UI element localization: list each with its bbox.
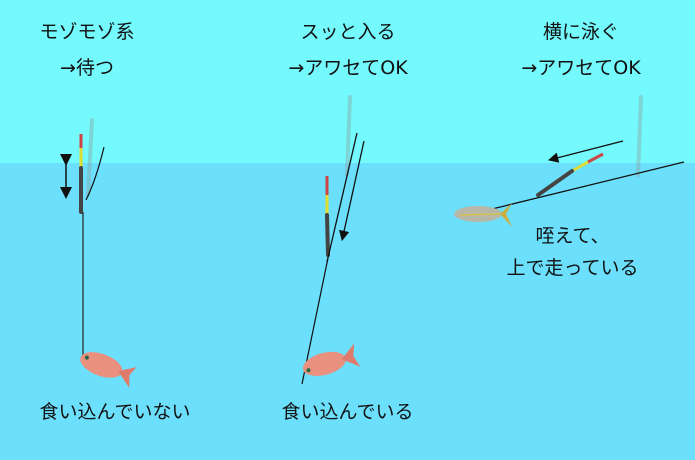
panel3-float-ghost [636, 95, 643, 177]
panel2-title: スッと入る →アワセてOK [288, 21, 408, 79]
panel3-title: 横に泳ぐ →アワセてOK [521, 21, 641, 79]
panel2-caption: 食い込んでいる [281, 401, 414, 423]
yellowtail-fish-icon [454, 203, 512, 227]
sea-bream-fish-icon [80, 352, 137, 388]
sky-background [0, 0, 695, 163]
down-arrow-icon [339, 140, 365, 242]
panel3-float [536, 152, 604, 197]
panel2-float [325, 176, 330, 257]
panel3-caption: 咥えて、 上で走っている [506, 225, 639, 279]
panel2-float-ghost [345, 95, 352, 177]
sea-bream-fish-icon [302, 343, 361, 376]
left-arrow-icon [547, 140, 624, 163]
panel1-title: モゾモゾ系 →待つ [39, 21, 135, 79]
water-background [0, 163, 695, 460]
panel2-direction-line [326, 132, 358, 263]
panel1-line-curve [85, 146, 105, 201]
panel1-float-ghost [86, 118, 94, 197]
panel1-caption: 食い込んでいない [39, 401, 191, 423]
panel3-fishing-line [487, 161, 685, 211]
